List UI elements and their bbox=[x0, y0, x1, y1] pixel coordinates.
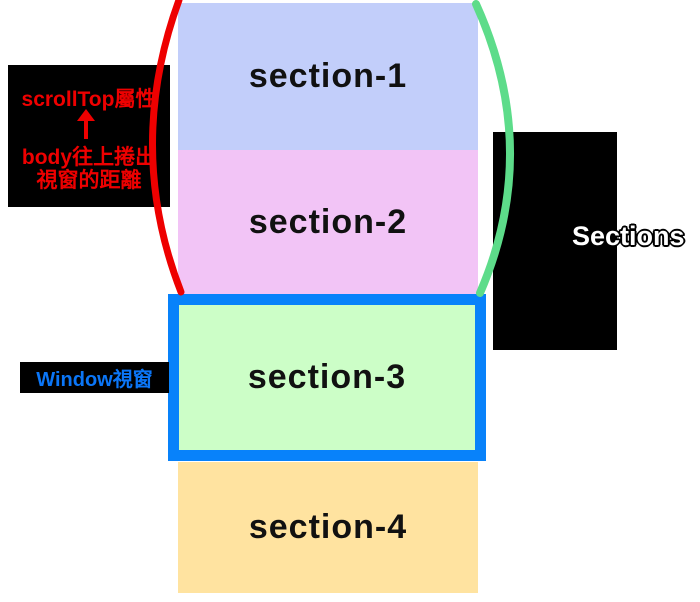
scrolltop-desc-line2: 視窗的距離 bbox=[36, 169, 142, 192]
sections-group-label: Sections bbox=[571, 220, 687, 253]
window-label-box: Window視窗 bbox=[20, 362, 169, 393]
window-label: Window視窗 bbox=[36, 369, 153, 391]
section-2-block: section-2 bbox=[178, 150, 478, 295]
section-2-label: section-2 bbox=[248, 203, 408, 241]
section-1-block: section-1 bbox=[178, 3, 478, 150]
section-4-label: section-4 bbox=[248, 508, 408, 546]
up-arrow-icon bbox=[76, 109, 96, 139]
arrow-head bbox=[77, 109, 95, 121]
scrolltop-desc-line1: body往上捲出 bbox=[21, 146, 157, 169]
scrolltop-annotation-box: scrollTop屬性 body往上捲出 視窗的距離 bbox=[8, 65, 170, 207]
section-1-label: section-1 bbox=[248, 57, 408, 95]
section-3-label: section-3 bbox=[247, 358, 407, 396]
window-viewport-box: section-3 bbox=[168, 294, 486, 461]
arrow-stem bbox=[84, 119, 88, 139]
scrolltop-title: scrollTop屬性 bbox=[21, 88, 157, 111]
section-4-block: section-4 bbox=[178, 462, 478, 593]
